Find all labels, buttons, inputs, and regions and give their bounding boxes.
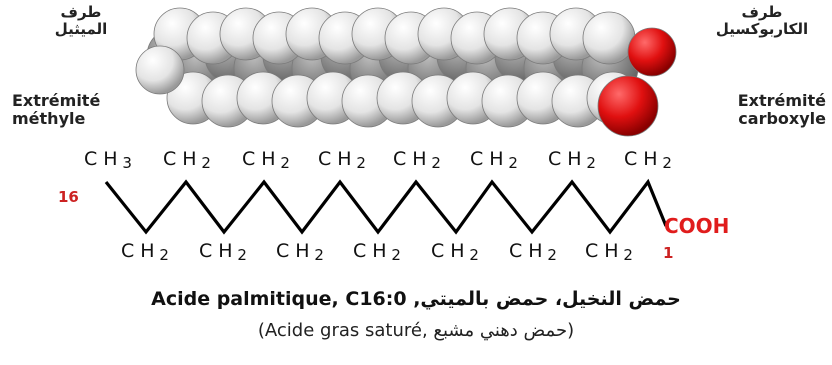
oxygen-atom [597,75,659,137]
chain-group-bottom-7: C H 2 [585,240,633,264]
chain-group-top-2: C H 2 [163,148,211,172]
chain-group-top-6: C H 2 [470,148,518,172]
methyl-end-label-fr: Extrémité méthyle [12,91,101,129]
carboxyl-group: COOH [664,214,730,238]
chain-group-bottom-4: C H 2 [353,240,401,264]
chain-group-bottom-3: C H 2 [276,240,324,264]
molecule-subtitle: (Acide gras saturé, حمض دهني مشبع) [257,320,575,341]
space-filling-model [135,7,677,137]
oxygen-atom [627,27,677,77]
chain-group-bottom-1: C H 2 [121,240,169,264]
chain-group-bottom-5: C H 2 [431,240,479,264]
carbon-number-1: 1 [663,244,674,262]
chain-group-bottom-6: C H 2 [509,240,557,264]
carbon-number-16: 16 [58,188,79,206]
molecule-title: Acide palmitique, C16:0 ,حمض النخيل، حمض… [151,288,681,310]
chain-group-top-5: C H 2 [393,148,441,172]
chain-group-top-1: C H 3 [84,148,132,172]
chain-group-bottom-2: C H 2 [199,240,247,264]
carboxyl-end-label-ar: طرف الكاربوكسيل [715,3,809,39]
carboxyl-end-label-fr: Extrémité carboxyle [737,91,826,129]
hydrogen-atom [135,45,185,95]
chain-group-top-3: C H 2 [242,148,290,172]
chain-group-top-4: C H 2 [318,148,366,172]
chain-group-top-7: C H 2 [548,148,596,172]
chain-group-top-8: C H 2 [624,148,672,172]
methyl-end-label-ar: طرف الميثيل [54,3,108,39]
